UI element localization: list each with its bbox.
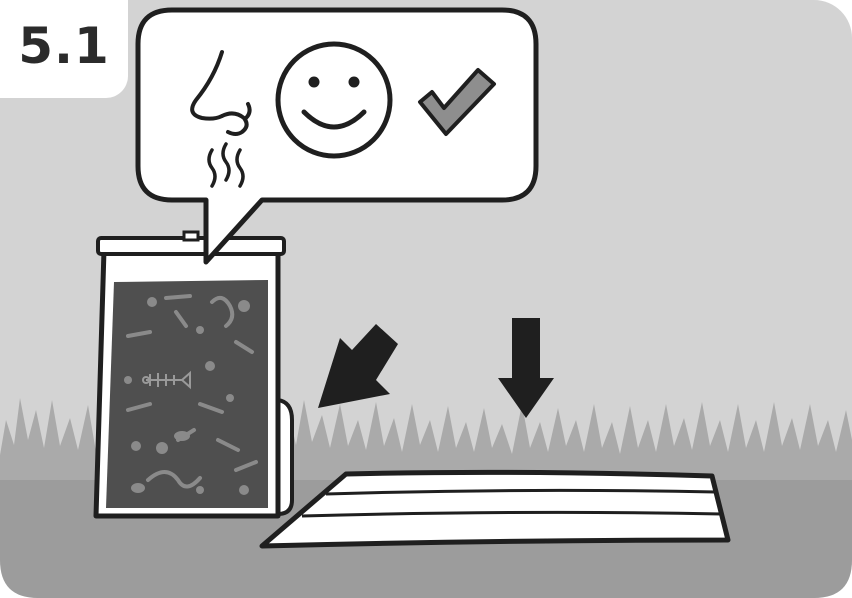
compost-contents bbox=[106, 280, 268, 508]
step-badge: 5.1 bbox=[0, 0, 128, 98]
smiley-face-icon bbox=[278, 44, 390, 156]
compost-bin bbox=[96, 232, 292, 516]
ground-sheet bbox=[262, 472, 728, 546]
bin-lid-knob bbox=[184, 232, 198, 240]
step-number-label: 5.1 bbox=[18, 17, 110, 75]
